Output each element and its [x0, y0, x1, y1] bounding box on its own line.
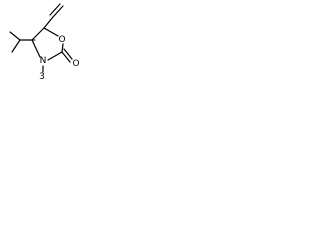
ring-bond-c5-c4 [31, 27, 45, 41]
isopropyl-branch-upper [9, 31, 21, 41]
n-methyl-label: 3 [39, 72, 45, 82]
nitrogen-label: N [40, 56, 47, 66]
carbonyl-oxygen-label: O [72, 59, 79, 69]
ring-bond-o1-c2 [61, 43, 64, 53]
isopropyl-branch-lower [11, 39, 21, 53]
ring-bond-c5-o1 [43, 27, 59, 37]
carbonyl-double-bond-2 [63, 48, 73, 60]
vinyl-double-bond-2 [49, 3, 61, 16]
ring-oxygen-label: O [58, 35, 65, 45]
carbonyl-double-bond-1 [61, 51, 71, 63]
vinyl-double-bond-1 [52, 5, 64, 18]
ring-bond-n3-c4 [31, 39, 41, 58]
ring-bond-c2-n3 [47, 51, 63, 61]
vinyl-single-bond [43, 16, 54, 29]
structure-diagram: O O N 3 [9, 3, 80, 82]
